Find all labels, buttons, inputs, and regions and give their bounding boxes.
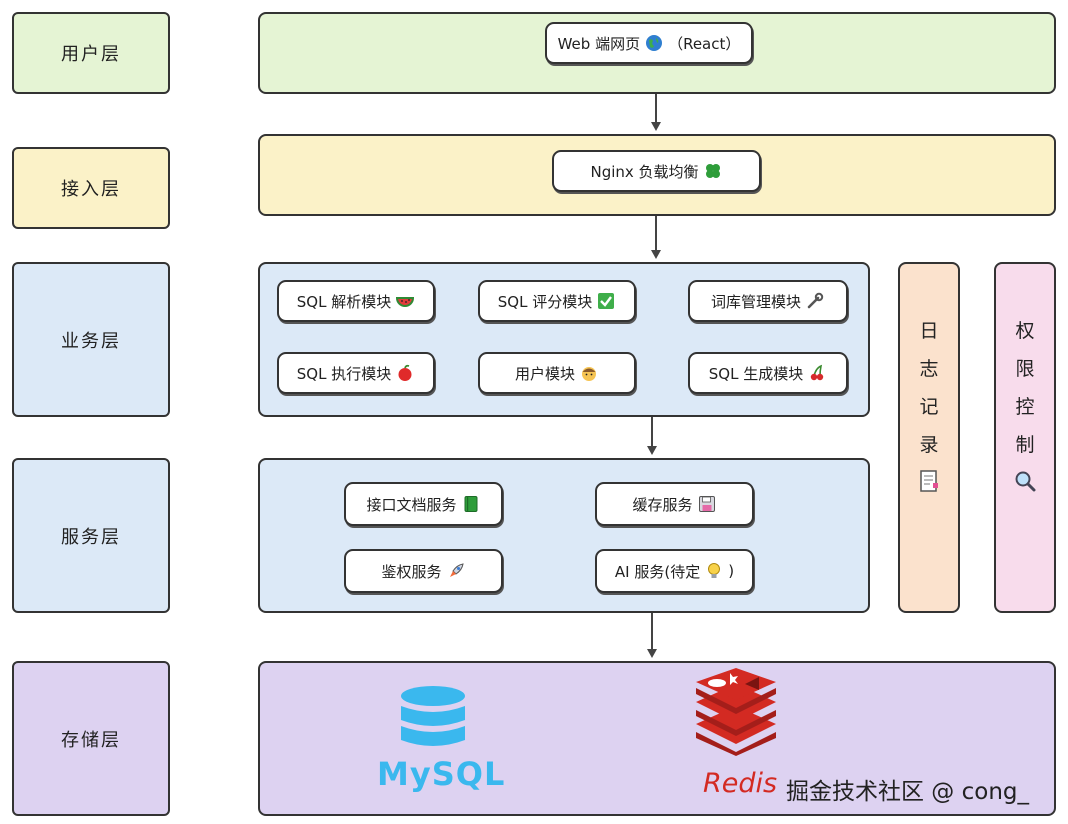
module-sql-gen: SQL 生成模块 xyxy=(688,352,848,394)
web-frontend-chip: Web 端网页 （React） xyxy=(545,22,753,64)
apple-icon xyxy=(395,363,415,383)
module-label: 词库管理模块 xyxy=(710,292,801,311)
permission-char: 制 xyxy=(1015,434,1035,456)
module-label: SQL 生成模块 xyxy=(708,364,804,383)
module-sql-exec: SQL 执行模块 xyxy=(277,352,435,394)
storage-layer-band xyxy=(258,661,1056,816)
service-label: 接口文档服务 xyxy=(366,495,457,514)
logging-char: 志 xyxy=(919,358,939,380)
web-frontend-label: Web 端网页 xyxy=(557,34,641,53)
permission-panel: 权 限 控 制 xyxy=(994,262,1056,613)
four-leaf-clover-icon xyxy=(703,161,723,181)
redis-label: Redis xyxy=(703,768,778,799)
layer-label-user: 用户层 xyxy=(12,12,170,94)
service-api-docs: 接口文档服务 xyxy=(344,482,503,526)
nginx-label: Nginx 负载均衡 xyxy=(590,162,699,181)
permission-char: 权 xyxy=(1015,320,1035,342)
globe-icon xyxy=(644,33,664,53)
check-mark-icon xyxy=(596,291,616,311)
arrow-business-to-service xyxy=(647,417,657,455)
module-label: SQL 评分模块 xyxy=(497,292,593,311)
watermark: 掘金技术社区 @ cong_ xyxy=(786,779,1030,805)
service-auth: 鉴权服务 xyxy=(344,549,503,593)
permission-char: 控 xyxy=(1015,396,1035,418)
module-dictionary: 词库管理模块 xyxy=(688,280,848,322)
mysql-logo xyxy=(395,684,475,756)
arrow-user-to-access xyxy=(651,94,661,131)
module-sql-parse: SQL 解析模块 xyxy=(277,280,435,322)
arrow-access-to-business xyxy=(651,216,661,259)
rocket-icon xyxy=(446,561,466,581)
layer-label-storage: 存储层 xyxy=(12,661,170,816)
module-label: 用户模块 xyxy=(514,364,575,383)
logging-char: 记 xyxy=(919,396,939,418)
module-label: SQL 执行模块 xyxy=(296,364,392,383)
memo-icon xyxy=(918,468,940,506)
cherries-icon xyxy=(807,363,827,383)
logging-panel: 日 志 记 录 xyxy=(898,262,960,613)
mysql-label: MySQL xyxy=(377,755,506,793)
logging-char: 日 xyxy=(919,320,939,342)
module-label: SQL 解析模块 xyxy=(296,292,392,311)
watermelon-icon xyxy=(395,291,415,311)
web-frontend-suffix: （React） xyxy=(668,34,741,53)
module-user: 用户模块 xyxy=(478,352,636,394)
magnifier-icon xyxy=(1013,468,1037,506)
wrench-icon xyxy=(805,291,825,311)
redis-logo xyxy=(693,668,779,756)
logging-char: 录 xyxy=(919,434,939,456)
module-sql-score: SQL 评分模块 xyxy=(478,280,636,322)
lightbulb-icon xyxy=(704,561,724,581)
permission-char: 限 xyxy=(1015,358,1035,380)
book-icon xyxy=(461,494,481,514)
service-cache: 缓存服务 xyxy=(595,482,754,526)
floppy-disk-icon xyxy=(697,494,717,514)
face-icon xyxy=(579,363,599,383)
arrow-service-to-storage xyxy=(647,613,657,658)
layer-label-business: 业务层 xyxy=(12,262,170,417)
service-label: AI 服务(待定 xyxy=(614,562,701,581)
nginx-chip: Nginx 负载均衡 xyxy=(552,150,761,192)
layer-label-service: 服务层 xyxy=(12,458,170,613)
service-label: 鉴权服务 xyxy=(381,562,442,581)
service-label: 缓存服务 xyxy=(632,495,693,514)
service-label-suffix: ) xyxy=(728,562,735,580)
layer-label-access: 接入层 xyxy=(12,147,170,229)
service-ai: AI 服务(待定 ) xyxy=(595,549,754,593)
